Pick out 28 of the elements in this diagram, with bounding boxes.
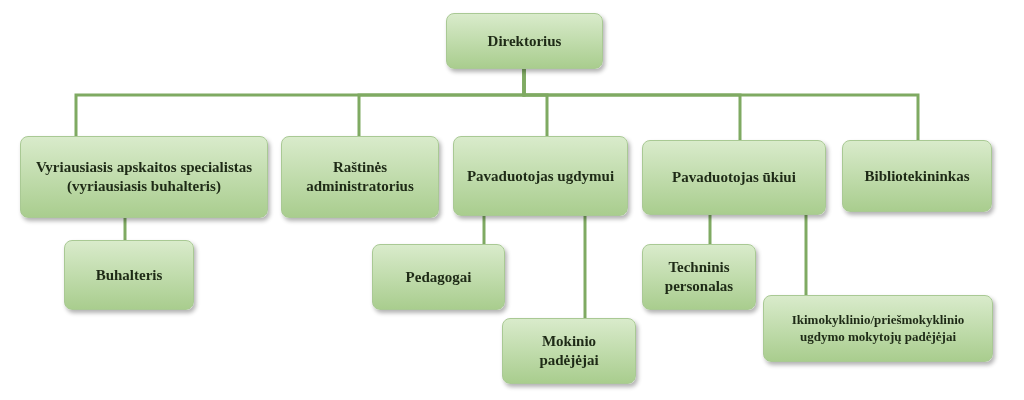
- org-box: [372, 244, 505, 310]
- box-label: Buhalteris: [95, 265, 163, 285]
- connector-line: [482, 216, 486, 244]
- org-box: [642, 140, 826, 215]
- org-box: [763, 295, 993, 362]
- connector-line: [708, 215, 712, 244]
- box-label: Vyriausiasis apskaitos specialistas (vyriausiasis buhalteris): [34, 158, 254, 196]
- box-label: Pavaduotojas ūkiui: [672, 168, 796, 187]
- box-label: Techninis personalas: [663, 258, 735, 296]
- connector-line: [583, 216, 587, 318]
- org-box: [502, 318, 636, 384]
- box-label: Ikimokyklinio/priešmokyklinio ugdymo mokytojų padėjėjai: [790, 312, 966, 345]
- org-box: [842, 140, 992, 212]
- org-box: [446, 13, 603, 69]
- connector-line: [804, 215, 808, 295]
- box-label: Bibliotekininkas: [864, 166, 970, 186]
- box-label: Raštinės administratorius: [305, 158, 415, 196]
- box-label: Pavaduotojas ugdymui: [466, 166, 615, 186]
- connector-line: [522, 69, 920, 140]
- box-label: Mokinio padėjėjai: [538, 332, 600, 370]
- org-box: [20, 136, 268, 218]
- org-box: [642, 244, 756, 310]
- org-box: [64, 240, 194, 310]
- org-box: [453, 136, 628, 216]
- box-label: Pedagogai: [405, 267, 472, 287]
- org-box: [281, 136, 439, 218]
- connector-line: [123, 218, 127, 240]
- box-label: Direktorius: [487, 31, 562, 51]
